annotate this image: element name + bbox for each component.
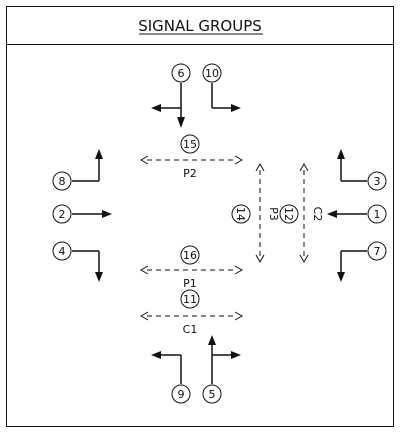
svg-text:3: 3 (374, 175, 381, 188)
signal-7-arrow (337, 250, 367, 282)
signal-3-arrow (337, 149, 367, 182)
signal-9-marker: 9 (171, 384, 191, 404)
signal-5-arrow (208, 335, 241, 384)
crossing-p3 (255, 162, 265, 264)
crossing-c1-label: C1 (183, 323, 198, 336)
svg-text:11: 11 (183, 293, 197, 306)
crossing-c2-label: C2 (311, 207, 324, 222)
signal-1-marker: 1 (367, 204, 387, 224)
diagram-title: SIGNAL GROUPS (138, 17, 262, 35)
svg-text:14: 14 (234, 207, 247, 221)
svg-text:10: 10 (205, 67, 219, 80)
signal-11-marker: 11 (180, 289, 200, 309)
signal-9-arrow (151, 351, 182, 384)
signal-14-marker: 14 (231, 204, 251, 224)
svg-text:6: 6 (178, 67, 185, 80)
signal-4-marker: 4 (52, 241, 72, 261)
signal-2-arrow (72, 210, 112, 218)
crossing-p1 (139, 265, 244, 275)
signal-7-marker: 7 (367, 241, 387, 261)
signal-2-marker: 2 (52, 204, 72, 224)
crossing-p2-label: P2 (183, 167, 197, 180)
signal-12-marker: 12 (279, 204, 299, 224)
signal-3-marker: 3 (367, 171, 387, 191)
sheet-border (6, 6, 394, 427)
signal-6-marker: 6 (171, 63, 191, 83)
signal-1-arrow (327, 210, 367, 218)
crossing-p3-label: P3 (267, 207, 280, 221)
svg-text:16: 16 (183, 249, 197, 262)
svg-text:15: 15 (183, 138, 197, 151)
signal-6-arrow (151, 83, 185, 128)
svg-text:7: 7 (374, 245, 381, 258)
signal-8-marker: 8 (52, 171, 72, 191)
crossing-c2 (299, 162, 309, 264)
crossing-c1 (139, 311, 244, 321)
svg-text:9: 9 (178, 388, 185, 401)
signal-10-arrow (211, 83, 241, 112)
crossing-p1-label: P1 (183, 277, 197, 290)
signal-15-marker: 15 (180, 134, 200, 154)
signal-16-marker: 16 (180, 245, 200, 265)
signal-10-marker: 10 (202, 63, 222, 83)
crossing-p2 (139, 155, 244, 165)
svg-text:2: 2 (59, 208, 66, 221)
signal-8-arrow (72, 149, 103, 182)
signal-5-marker: 5 (202, 384, 222, 404)
svg-text:4: 4 (59, 245, 66, 258)
svg-text:1: 1 (374, 208, 381, 221)
svg-text:8: 8 (59, 175, 66, 188)
svg-text:5: 5 (209, 388, 216, 401)
signal-4-arrow (72, 250, 103, 282)
svg-text:12: 12 (282, 207, 295, 221)
